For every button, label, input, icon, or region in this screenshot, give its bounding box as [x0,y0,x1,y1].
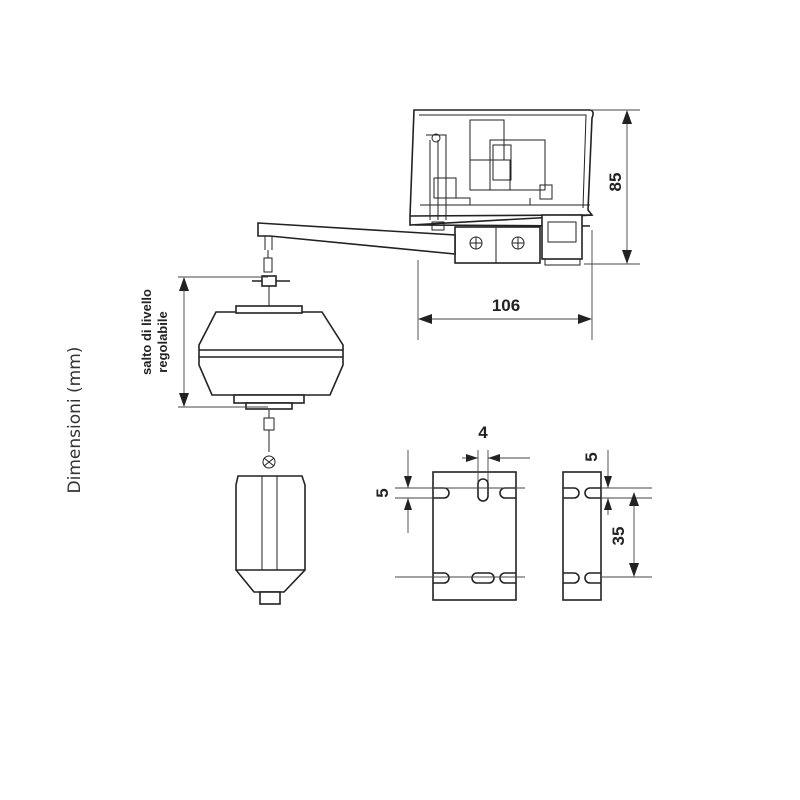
lever-arm [257,222,456,255]
width-value: 106 [492,296,520,315]
float-assembly [198,250,344,605]
height-dimension [584,109,640,265]
height-value: 85 [606,173,625,192]
switch-housing [409,109,594,266]
level-dimension [178,276,268,408]
level-label-line1: salto di livello [139,289,154,375]
width-dimension [417,230,593,340]
level-label-line2: regolabile [155,311,170,372]
bracket-front-view [395,450,530,601]
hole-spacing-value: 35 [609,527,628,546]
bracket-side-view [562,450,652,601]
dimensions-unit-label: Dimensioni (mm) [65,347,85,494]
slot-right-value: 5 [582,452,601,461]
slot-left-value: 5 [373,488,392,497]
slot-width-value: 4 [478,423,488,442]
